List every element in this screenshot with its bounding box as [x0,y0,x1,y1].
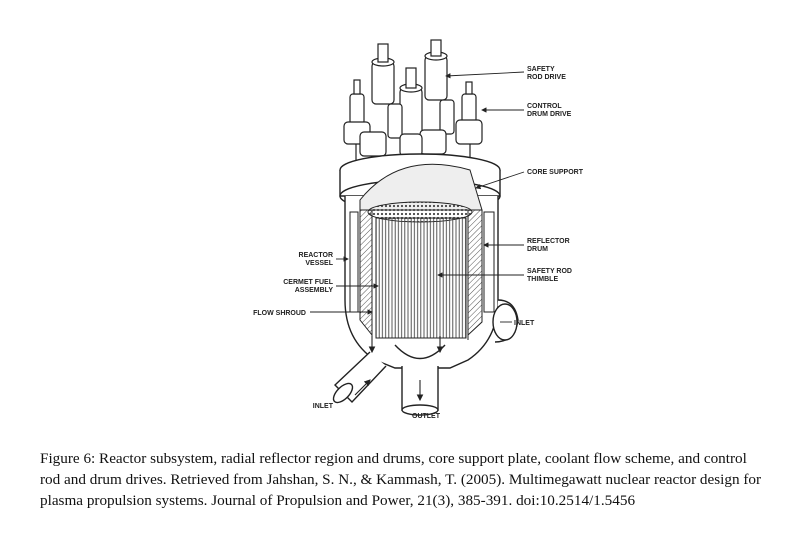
cutaway-interior [349,163,495,340]
leader-lines [310,71,525,323]
label-flow-shroud: FLOW SHROUD [253,310,306,317]
figure-caption: Figure 6: Reactor subsystem, radial refl… [40,450,762,509]
label-core-support: CORE SUPPORT [527,169,584,176]
label-inlet-right: INLET [514,320,535,327]
drive-mechanisms [343,39,483,168]
label-outlet: OUTLET [412,413,441,420]
label-inlet-left: INLET [313,403,334,410]
flow-arrows [354,336,444,402]
